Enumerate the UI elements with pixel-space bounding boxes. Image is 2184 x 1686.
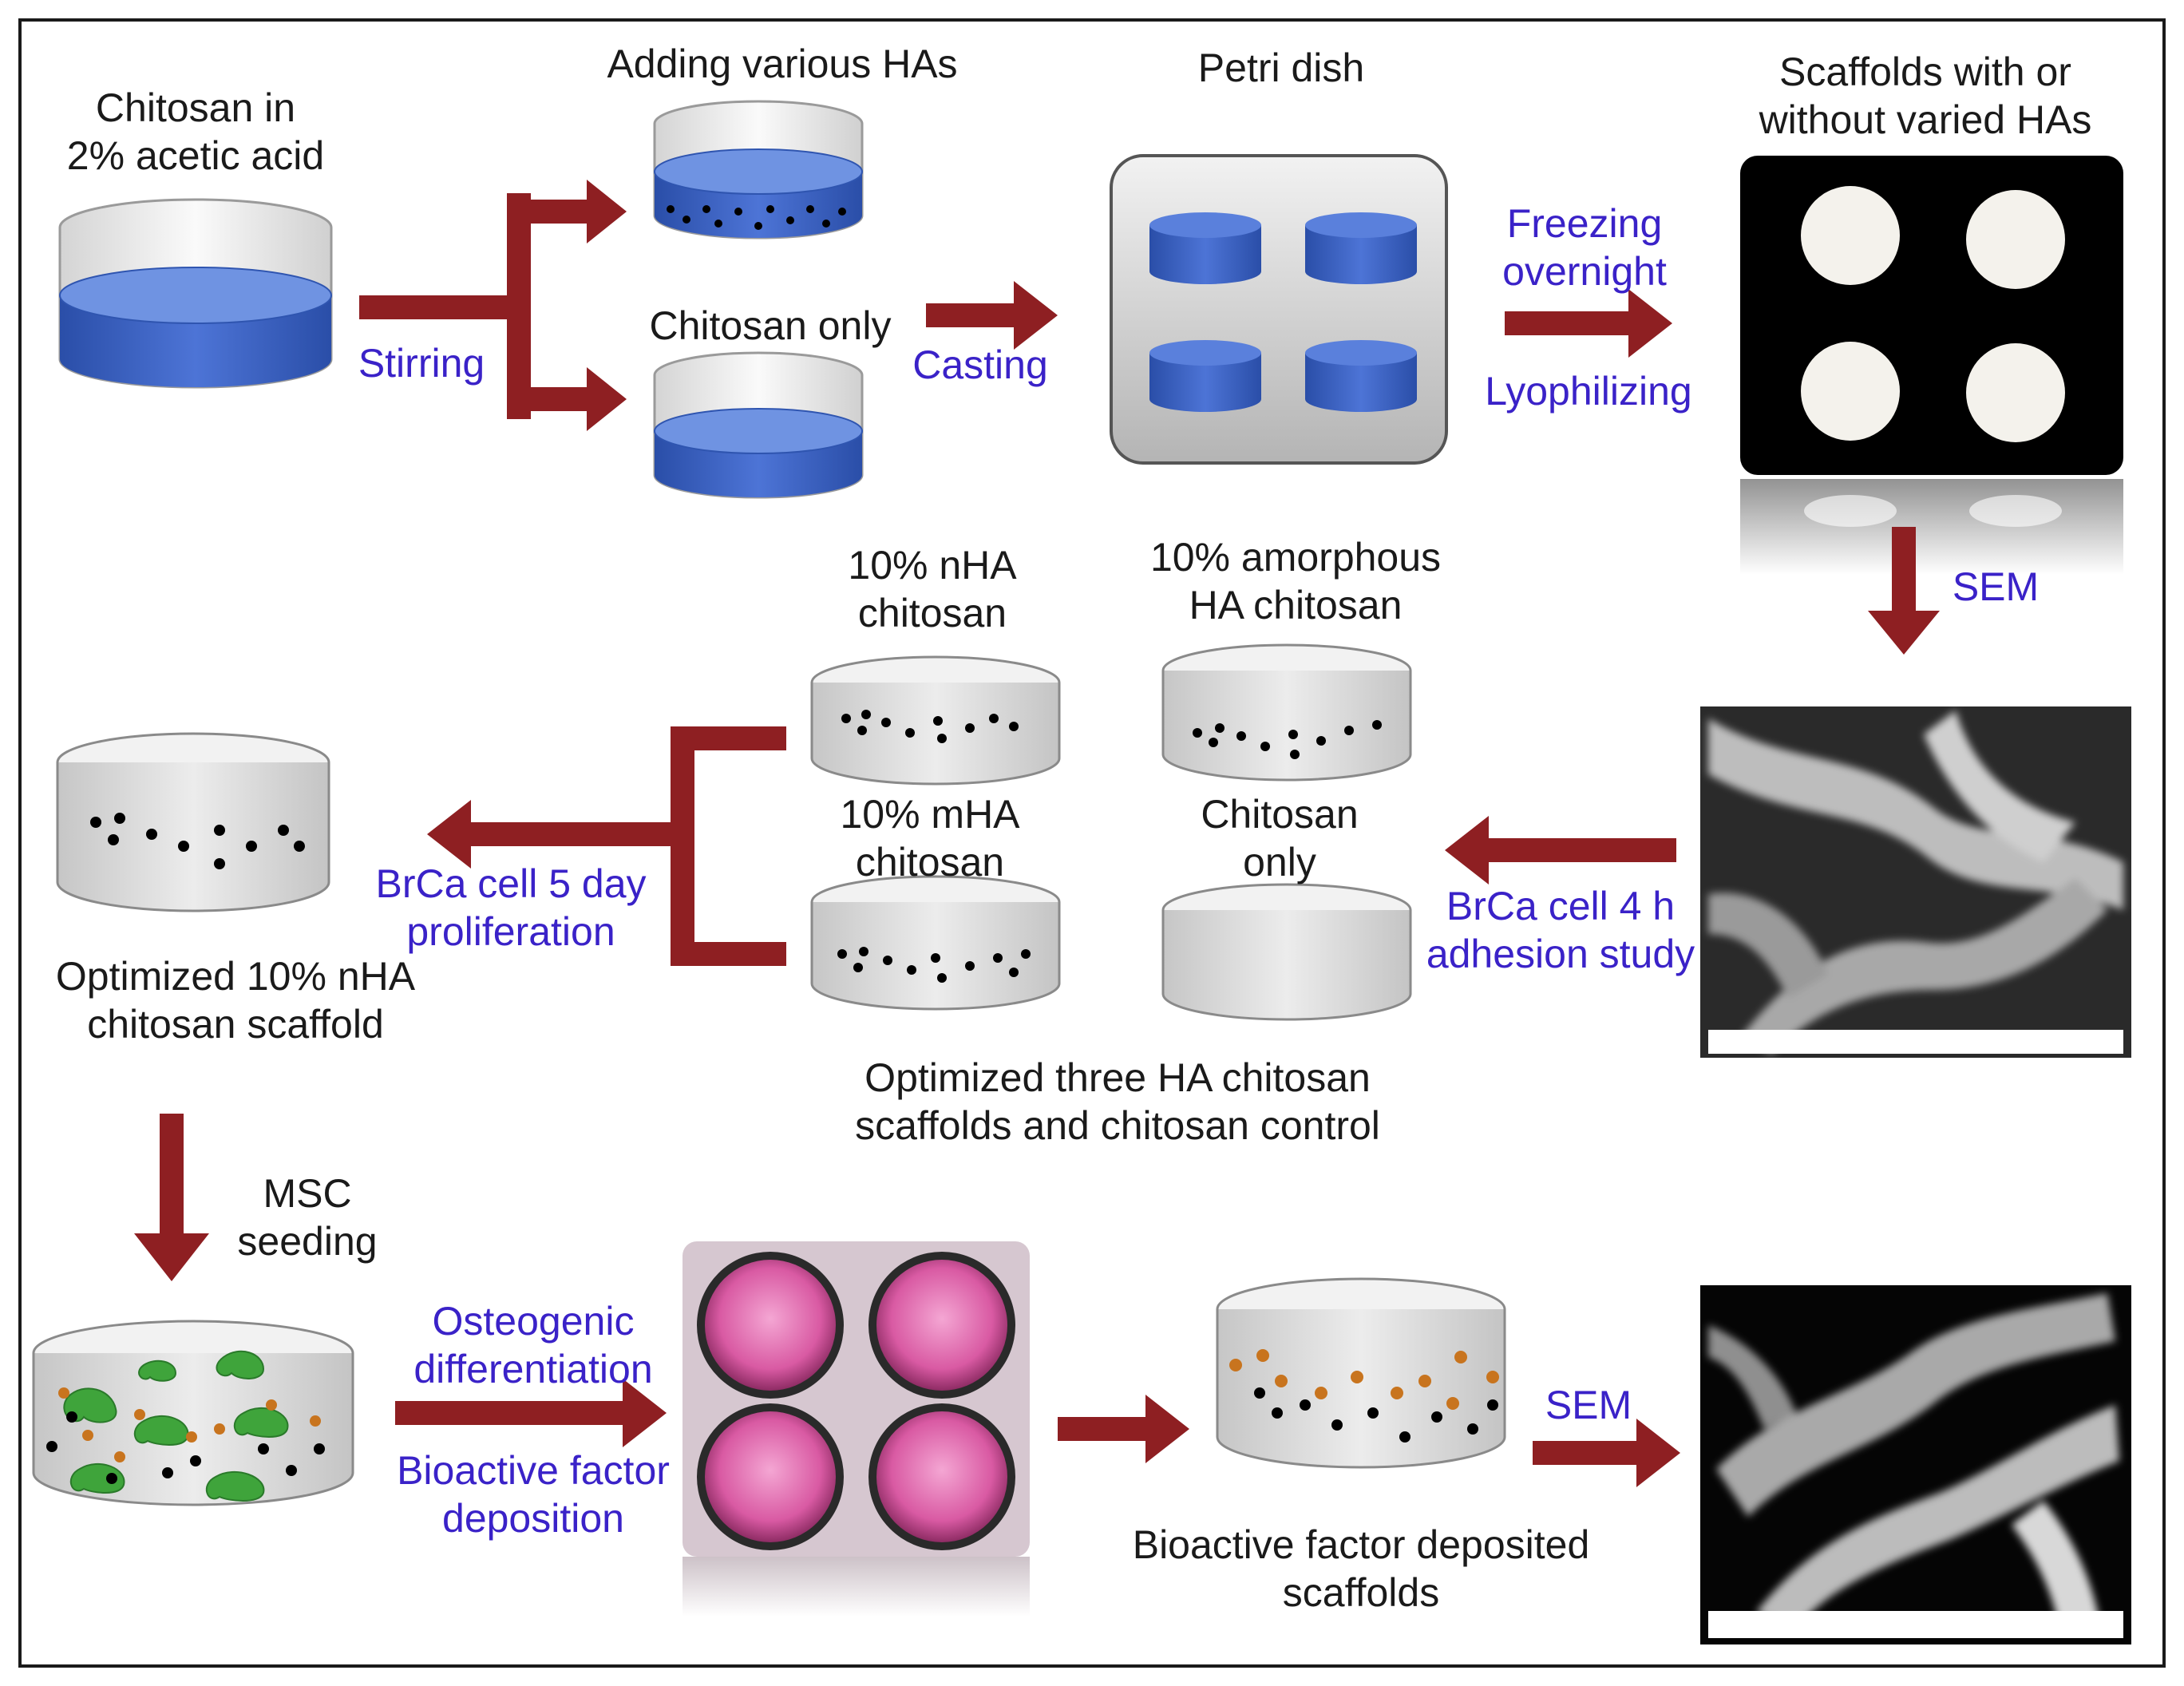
- petri-dish: [1110, 154, 1448, 465]
- optimized-nha-scaffold: [56, 732, 330, 912]
- three-scaffolds-label: Optimized three HA chitosan scaffolds an…: [855, 1054, 1380, 1150]
- three-scaffolds-line-2: scaffolds and chitosan control: [855, 1103, 1380, 1148]
- osteogenic-line-2: differentiation: [413, 1347, 653, 1391]
- petri-dish-label: Petri dish: [1197, 46, 1365, 90]
- scaffolds-label: Scaffolds with or without varied HAs: [1759, 48, 2092, 144]
- deposited-scaffolds-line-1: Bioactive factor deposited: [1132, 1522, 1590, 1567]
- mha-label: 10% mHA chitosan: [840, 790, 1019, 886]
- freezing-label: Freezing overnight: [1502, 200, 1667, 295]
- amorphous-line-2: HA chitosan: [1189, 583, 1403, 627]
- proliferation-line-1: BrCa cell 5 day: [375, 861, 647, 906]
- bioactive-deposited-scaffold: [1216, 1277, 1506, 1469]
- amorphous-line-1: 10% amorphous: [1149, 535, 1442, 580]
- culture-plate-photo: [682, 1241, 1030, 1617]
- scaffold-mha: [810, 875, 1061, 1011]
- nha-line-1: 10% nHA: [848, 543, 1017, 588]
- freezing-line-1: Freezing: [1506, 201, 1663, 246]
- mha-line-2: chitosan: [855, 840, 1005, 885]
- deposition-arrow: [1058, 1395, 1189, 1463]
- adhesion-line-2: adhesion study: [1426, 932, 1695, 976]
- adding-has-label: Adding various HAs: [607, 42, 958, 86]
- chitosan-solution-beaker: [58, 198, 333, 389]
- chitosan-only-control-line-2: only: [1243, 840, 1316, 885]
- scaffold-amorphous-ha: [1161, 643, 1412, 782]
- casting-label: Casting: [912, 342, 1048, 387]
- scaffolds-line-2: without varied HAs: [1759, 97, 2092, 142]
- bioactive-deposition-line-1: Bioactive factor: [397, 1448, 670, 1493]
- proliferation-label: BrCa cell 5 day proliferation: [375, 860, 646, 956]
- msc-seeded-scaffold: [32, 1320, 354, 1506]
- chitosan-only-label: Chitosan only: [649, 303, 892, 348]
- adhesion-label: BrCa cell 4 h adhesion study: [1426, 882, 1695, 978]
- casting-arrow: [926, 281, 1058, 350]
- optimized-nha-line-1: Optimized 10% nHA: [55, 954, 416, 999]
- optimized-nha-line-2: chitosan scaffold: [87, 1002, 384, 1047]
- ha-beaker: [653, 100, 864, 239]
- stirring-label: Stirring: [358, 341, 485, 386]
- deposited-scaffolds-label: Bioactive factor deposited scaffolds: [1133, 1521, 1590, 1617]
- msc-seeding-label: MSC seeding: [237, 1170, 377, 1265]
- proliferation-line-2: proliferation: [406, 909, 615, 954]
- bioactive-deposition-label: Bioactive factor deposition: [397, 1447, 670, 1542]
- selection-arrow: [427, 726, 786, 966]
- msc-seeding-line-1: MSC: [263, 1171, 352, 1216]
- sem-image-deposited: [1700, 1285, 2131, 1644]
- scaffolds-line-1: Scaffolds with or: [1779, 49, 2071, 94]
- nha-label: 10% nHA chitosan: [848, 541, 1016, 637]
- freezing-line-2: overnight: [1502, 249, 1667, 294]
- cast-scaffold-wells: [1149, 212, 1417, 412]
- figure-border: [18, 18, 2166, 1668]
- deposited-scaffolds-line-2: scaffolds: [1282, 1570, 1440, 1615]
- chitosan-acetic-label: Chitosan in 2% acetic acid: [67, 84, 324, 180]
- chitosan-acetic-line-2: 2% acetic acid: [66, 133, 325, 178]
- mha-line-1: 10% mHA: [840, 792, 1020, 837]
- osteogenic-label: Osteogenic differentiation: [413, 1297, 652, 1393]
- osteogenic-line-1: Osteogenic: [432, 1299, 635, 1344]
- three-scaffolds-line-1: Optimized three HA chitosan: [864, 1055, 1371, 1100]
- scaffold-photo: [1740, 156, 2123, 575]
- chitosan-beaker: [653, 351, 864, 499]
- optimized-nha-label: Optimized 10% nHA chitosan scaffold: [56, 952, 415, 1048]
- scaffold-nha: [810, 655, 1061, 786]
- sem-down-arrow: [1868, 527, 1940, 655]
- final-sem-label: SEM: [1545, 1383, 1632, 1427]
- msc-down-arrow: [134, 1114, 209, 1281]
- chitosan-only-control-label: Chitosan only: [1201, 790, 1358, 886]
- split-arrow: [359, 180, 627, 431]
- amorphous-label: 10% amorphous HA chitosan: [1150, 533, 1441, 629]
- chitosan-acetic-line-1: Chitosan in: [95, 85, 296, 130]
- adhesion-line-1: BrCa cell 4 h: [1446, 884, 1676, 928]
- osteogenic-arrow: [395, 1379, 667, 1447]
- scaffold-chitosan-only: [1161, 883, 1412, 1021]
- adhesion-arrow: [1445, 816, 1676, 885]
- sem-label: SEM: [1952, 564, 2040, 609]
- bioactive-deposition-line-2: deposition: [442, 1496, 624, 1541]
- nha-line-2: chitosan: [857, 591, 1007, 635]
- sem-image-adhesion: [1700, 706, 2131, 1058]
- lyophilizing-label: Lyophilizing: [1485, 369, 1692, 414]
- chitosan-only-control-line-1: Chitosan: [1201, 792, 1359, 837]
- freezing-arrow: [1505, 289, 1672, 358]
- msc-seeding-line-2: seeding: [237, 1219, 378, 1264]
- final-sem-arrow: [1533, 1419, 1680, 1487]
